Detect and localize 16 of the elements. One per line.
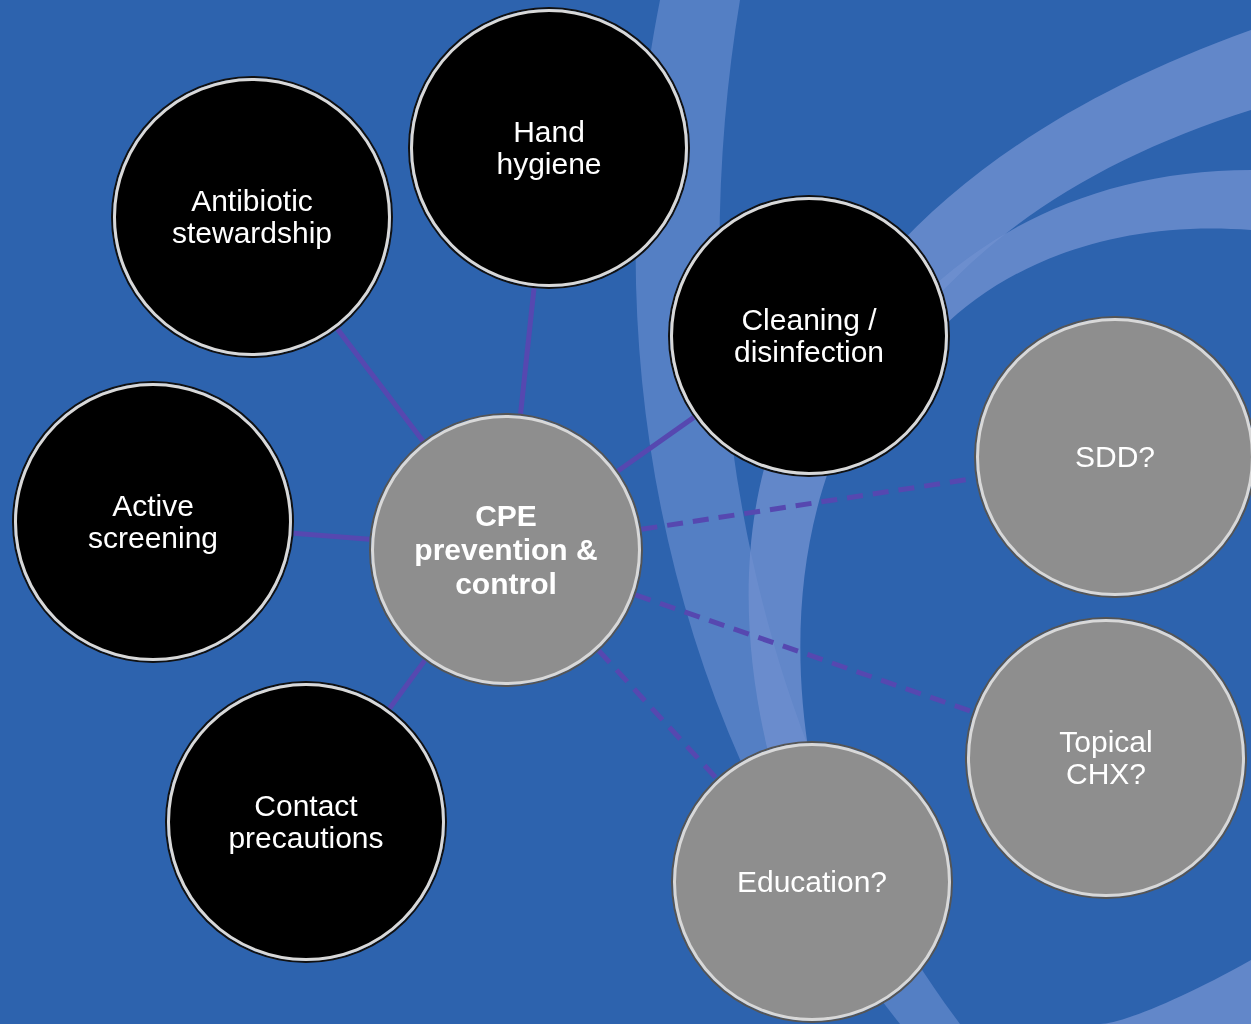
node-label: Contact precautions xyxy=(227,790,385,854)
node-label: Antibiotic stewardship xyxy=(170,185,334,249)
node-label: SDD? xyxy=(1074,441,1156,473)
connector xyxy=(616,415,696,473)
dashed-connector xyxy=(634,592,974,715)
connector xyxy=(335,327,425,443)
connector xyxy=(518,287,537,415)
node-label: Active screening xyxy=(86,490,220,554)
node-label: CPE prevention & control xyxy=(413,499,599,601)
connector xyxy=(387,658,427,710)
node-label: Education? xyxy=(735,866,889,898)
node-label: Hand hygiene xyxy=(495,116,603,180)
node-label: Cleaning / disinfection xyxy=(732,304,886,368)
dashed-connector xyxy=(597,649,719,780)
node-label: Topical CHX? xyxy=(1058,726,1154,790)
connector xyxy=(293,530,370,542)
